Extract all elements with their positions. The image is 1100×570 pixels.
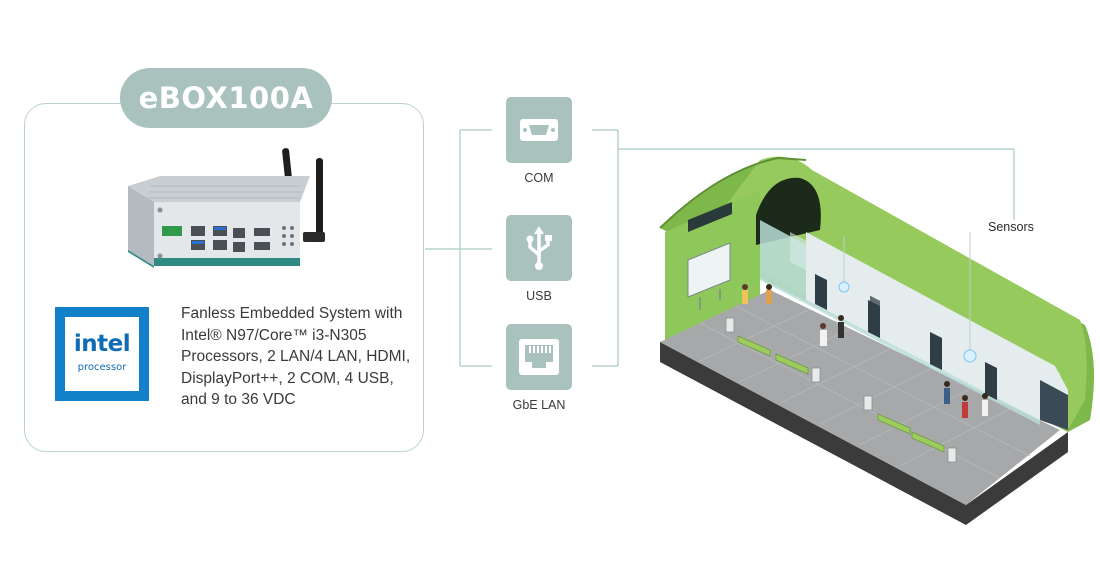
sensors-label: Sensors — [988, 220, 1034, 234]
usb-port-tile — [506, 215, 572, 281]
usb-icon — [526, 226, 552, 270]
com-port-tile — [506, 97, 572, 163]
serial-port-icon — [520, 119, 558, 141]
intel-logo-word: intel — [73, 331, 131, 357]
ethernet-port-icon — [519, 339, 559, 375]
usb-label: USB — [526, 289, 552, 303]
lan-port-tile — [506, 324, 572, 390]
intel-logo-subtitle: processor — [77, 362, 127, 373]
gbe-lan-label: GbE LAN — [512, 398, 566, 412]
product-description: Fanless Embedded System with Intel® N97/… — [181, 305, 411, 408]
intel-processor-logo: intel processor — [55, 307, 149, 401]
product-title: eBOX100A — [120, 68, 332, 128]
com-label: COM — [524, 171, 554, 185]
